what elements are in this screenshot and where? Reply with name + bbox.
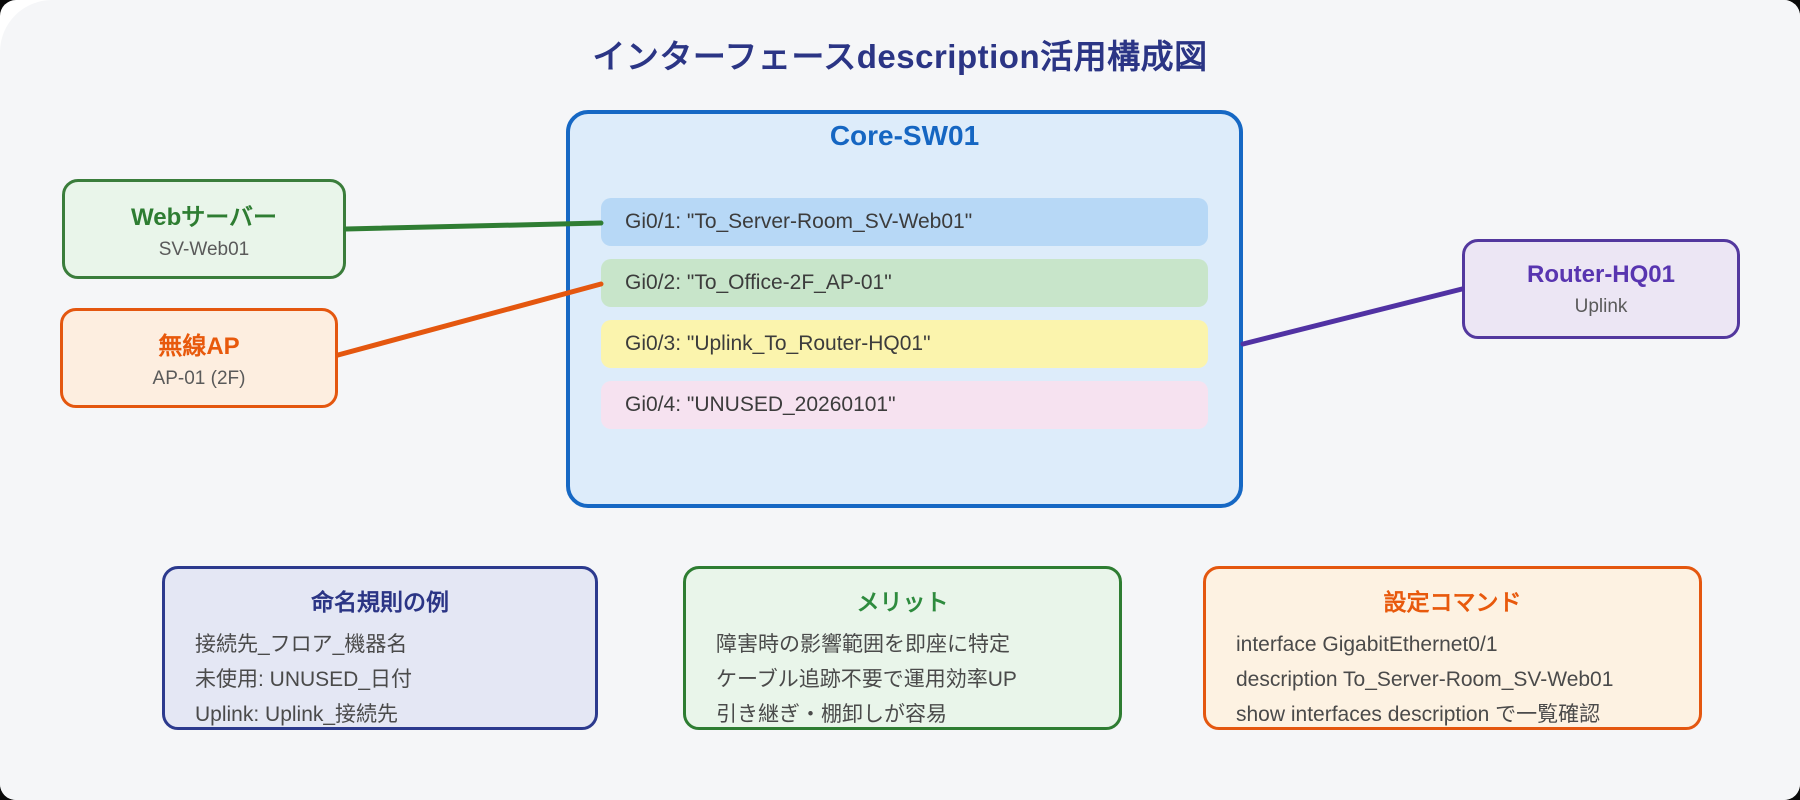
device-subtitle: Uplink [1574, 295, 1628, 317]
interface-row-gi0-2: Gi0/2: "To_Office-2F_AP-01" [601, 259, 1208, 307]
panel-naming-rules: 命名規則の例 接続先_フロア_機器名 未使用: UNUSED_日付 Uplink… [162, 566, 598, 730]
device-subtitle: AP-01 (2F) [152, 368, 246, 389]
interface-row-gi0-4: Gi0/4: "UNUSED_20260101" [601, 381, 1208, 429]
connection-gi0-3-to-router [1240, 286, 1465, 347]
panel-line: show interfaces description で一覧確認 [1236, 703, 1601, 726]
device-box-router: Router-HQ01 Uplink [1462, 239, 1740, 339]
core-switch-box [566, 110, 1243, 508]
panel-merits: メリット 障害時の影響範囲を即座に特定 ケーブル追跡不要で運用効率UP 引き継ぎ… [683, 566, 1122, 730]
connection-wireless-ap-to-gi0-2 [335, 281, 604, 358]
device-title: 無線AP [158, 333, 240, 360]
panel-line: interface GigabitEthernet0/1 [1236, 633, 1498, 656]
panel-title: メリット [856, 589, 949, 615]
page-title: インターフェースdescription活用構成図 [592, 38, 1208, 75]
device-title: Router-HQ01 [1526, 260, 1676, 288]
panel-line: 未使用: UNUSED_日付 [195, 668, 413, 691]
connection-web-server-to-gi0-1 [343, 220, 604, 232]
panel-line: description To_Server-Room_SV-Web01 [1236, 668, 1614, 691]
panel-config-commands: 設定コマンド interface GigabitEthernet0/1 desc… [1203, 566, 1702, 730]
panel-line: 障害時の影響範囲を即座に特定 [716, 633, 1010, 656]
interface-row-gi0-1: Gi0/1: "To_Server-Room_SV-Web01" [601, 198, 1208, 246]
panel-title: 命名規則の例 [311, 589, 449, 615]
device-subtitle: SV-Web01 [158, 239, 250, 260]
device-box-web-server: Webサーバー SV-Web01 [62, 179, 346, 279]
panel-title: 設定コマンド [1383, 589, 1522, 615]
panel-line: 接続先_フロア_機器名 [195, 633, 408, 656]
device-title: Webサーバー [131, 204, 277, 231]
device-box-wireless-ap: 無線AP AP-01 (2F) [60, 308, 338, 408]
interface-row-gi0-3: Gi0/3: "Uplink_To_Router-HQ01" [601, 320, 1208, 368]
core-switch-name: Core-SW01 [829, 120, 980, 151]
panel-line: Uplink: Uplink_接続先 [195, 703, 399, 726]
panel-line: 引き継ぎ・棚卸しが容易 [716, 703, 947, 726]
panel-line: ケーブル追跡不要で運用効率UP [716, 668, 1017, 691]
